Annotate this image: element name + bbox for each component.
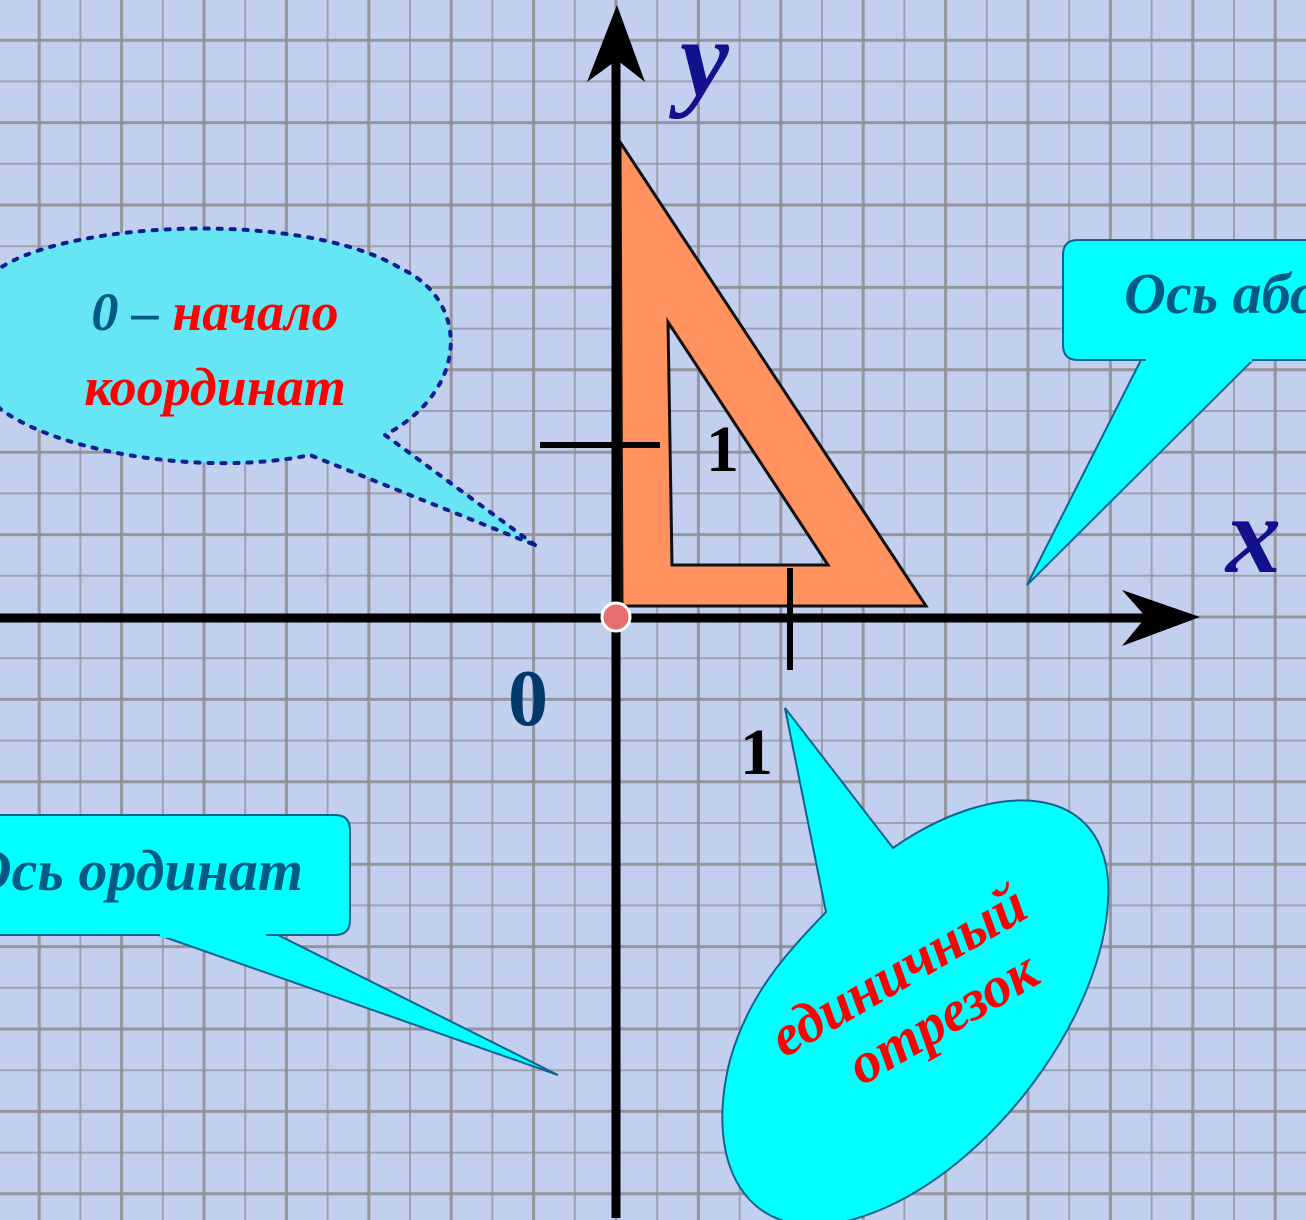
abscissa-callout: Ось абсцисс <box>1026 239 1306 586</box>
x-unit-label: 1 <box>740 716 773 789</box>
unit-segment-callout-bubble <box>721 707 1110 1220</box>
origin-point <box>600 601 632 633</box>
y-axis-label: y <box>668 0 730 119</box>
ordinate-callout: Ось ординат <box>0 814 559 1076</box>
x-axis-arrowhead <box>1122 590 1200 646</box>
abscissa-callout-tail <box>1026 357 1258 586</box>
ordinate-callout-text: Ось ординат <box>0 838 303 903</box>
origin-callout-highlight: начало <box>172 282 338 342</box>
origin-callout-bubble <box>0 226 537 547</box>
origin-callout-prefix: 0 – <box>91 282 172 342</box>
ordinate-callout-box <box>0 814 351 936</box>
ordinate-callout-tail <box>149 931 559 1076</box>
axes <box>0 5 1200 1218</box>
origin-callout-text-line2: координат <box>84 357 345 417</box>
y-axis-arrowhead <box>587 5 645 82</box>
abscissa-callout-box <box>1062 239 1306 361</box>
abscissa-callout-text: Ось абсцисс <box>1124 261 1306 326</box>
x-axis-label: x <box>1224 474 1281 596</box>
triangle-ruler <box>618 136 929 608</box>
y-unit-label: 1 <box>706 413 739 486</box>
origin-callout-text-line1: 0 – начало <box>91 282 338 342</box>
origin-callout: 0 – начало координат <box>0 226 537 547</box>
origin-label: 0 <box>508 655 548 743</box>
